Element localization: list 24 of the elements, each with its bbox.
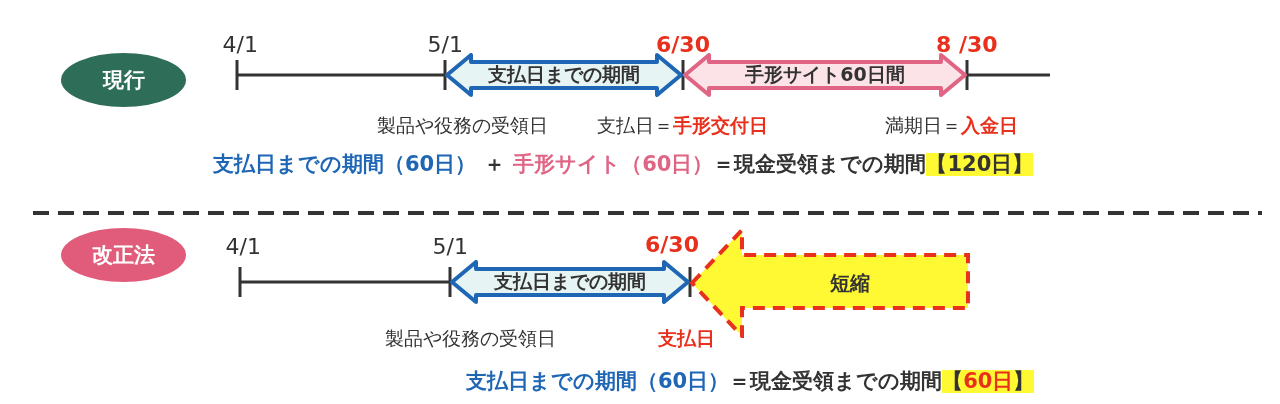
caption-text: 製品や役務の受領日 [376,114,548,136]
label-oval: 改正法 [61,228,186,282]
date-label: 5/1 [432,235,468,260]
highlighted-bracket: 】 [1013,369,1035,393]
caption-text: 支払日＝ [597,114,673,136]
formula-text: 支払日までの期間（60日） [466,369,730,393]
caption-text: 手形交付日 [673,114,768,136]
formula-text: 手形サイト（60日） [513,152,714,176]
formula-text: ＝現金受領までの期間 [729,369,943,393]
date-label: 4/1 [225,235,261,260]
double-arrow: 支払日までの期間 [445,53,683,97]
highlighted-bracket: 【 [942,369,964,393]
highlighted-total: 60日 [963,369,1014,393]
double-arrow: 手形サイト60日間 [683,53,967,97]
double-arrow: 支払日までの期間 [450,260,690,304]
label-oval: 現行 [61,53,186,107]
formula-text: 支払日までの期間（60日） [213,152,477,176]
caption-text: 満期日＝ [885,114,961,136]
date-label: 4/1 [222,33,258,58]
caption-text: 入金日 [961,114,1018,136]
caption-text: 製品や役務の受領日 [384,327,556,349]
highlighted-total: 【120日】 [926,152,1034,176]
plus-sign: ＋ [484,152,506,176]
formula-text: ＝現金受領までの期間 [713,152,927,176]
